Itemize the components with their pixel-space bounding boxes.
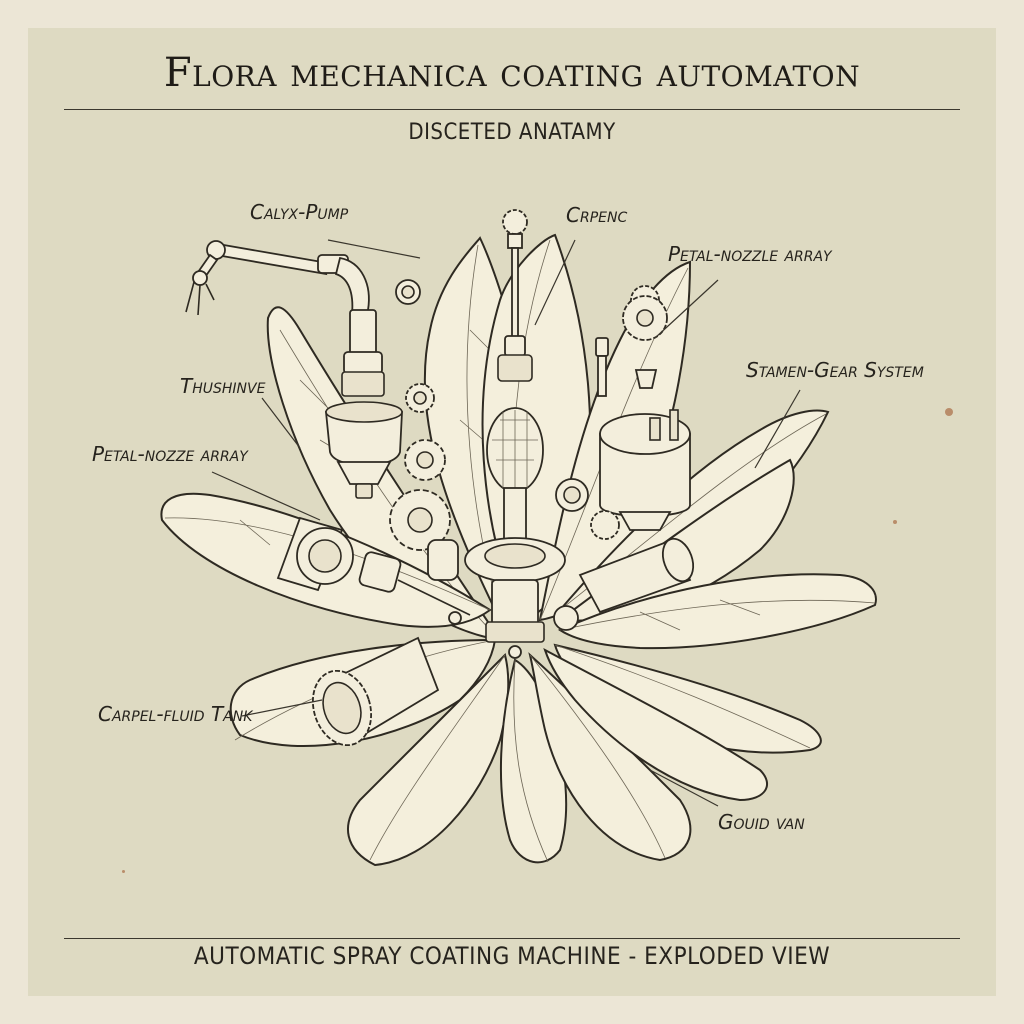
label-petal-nozzle-array-right: Petal-nozzle array (668, 242, 832, 266)
leader-crpenc (534, 239, 576, 326)
footer-rule (64, 938, 960, 939)
label-calyx-pump: Calyx-Pump (250, 200, 349, 224)
ring-part (395, 279, 421, 305)
leader-thushinve (261, 397, 301, 449)
title-rule (64, 109, 960, 110)
leader-petal-nozze-left (211, 471, 321, 521)
page-subtitle: DISCETED ANATAMY (408, 120, 616, 145)
nozzle-cylinder-right (553, 537, 695, 631)
leader-carpel-tank (241, 699, 323, 717)
petal-lower-right (543, 647, 769, 802)
central-spindle (464, 209, 566, 659)
gear-stack-left (389, 383, 459, 581)
leader-calyx-pump (327, 239, 421, 259)
carpel-fluid-tank (311, 636, 440, 747)
stamen-gear-cylinder (599, 409, 691, 531)
label-stamen-gear-system: Stamen-Gear System (746, 358, 924, 382)
label-crpenc: Crpenc (566, 203, 628, 227)
leader-petal-nozzle-right (654, 279, 719, 339)
page-footer: AUTOMATIC SPRAY COATING MACHINE - EXPLOD… (193, 942, 831, 970)
paper-speck (945, 408, 953, 416)
paper-speck (122, 870, 125, 873)
page-title: Flora mechanica coating automaton (163, 50, 861, 96)
label-petal-nozze-array-left: Petal-nozze array (92, 442, 248, 466)
label-thushinve: Thushinve (180, 374, 266, 398)
leader-stamen-gear (754, 389, 801, 469)
calyx-pump-arm (185, 240, 403, 499)
petal-right (557, 573, 877, 650)
label-gouid-van: Gouid van (718, 810, 805, 834)
paper-speck (893, 520, 897, 524)
petal-nozzle-left (276, 516, 471, 625)
petal-nozzle-right (595, 285, 668, 397)
gauge-right (555, 478, 620, 540)
label-carpel-fluid-tank: Carpel-fluid Tank (98, 702, 253, 726)
leader-gouid-van (649, 769, 719, 807)
